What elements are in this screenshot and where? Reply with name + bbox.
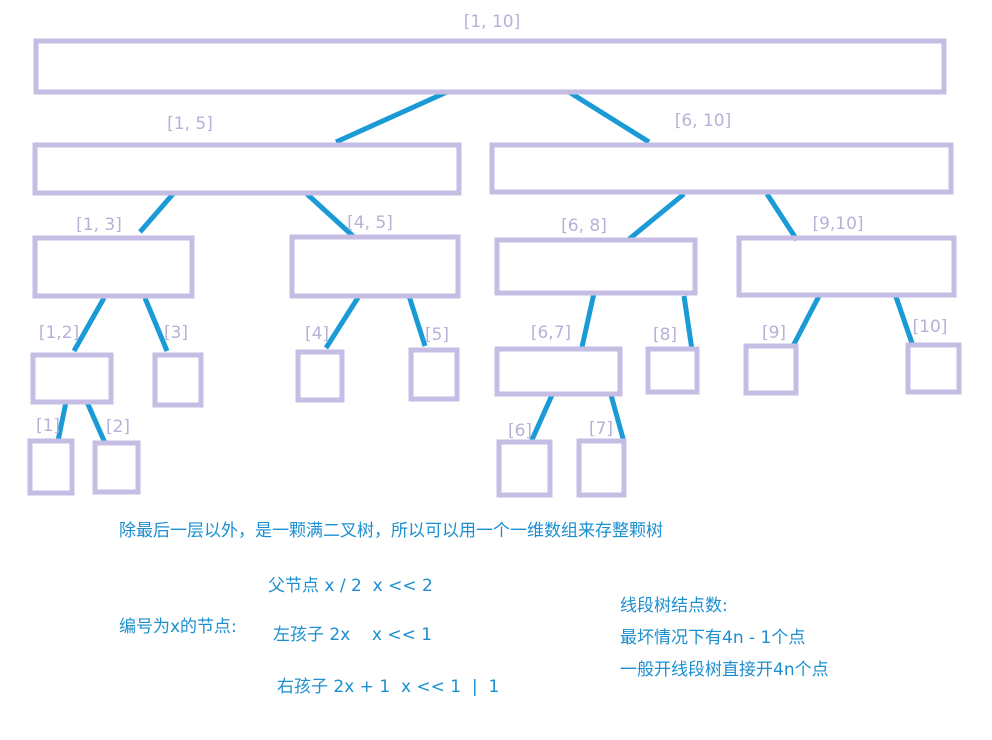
tree-node-range-label: [8] <box>653 325 677 345</box>
tree-node-range-label: [6] <box>508 421 532 441</box>
tree-node-range-label: [1, 10] <box>464 12 521 32</box>
tree-node-box-n8 <box>645 346 700 395</box>
tree-node-range-label: [1, 3] <box>76 215 122 235</box>
node-count-worst-case: 最坏情况下有4n - 1个点 <box>620 628 806 648</box>
tree-edges <box>55 89 916 445</box>
edge-n1_3-n3 <box>142 297 170 352</box>
edge-n6_7-n7 <box>608 394 627 443</box>
tree-node-box-n3 <box>152 352 204 408</box>
edge-n4_5-n5 <box>406 295 428 347</box>
edge-n6_10-n6_8 <box>626 192 686 242</box>
tree-node-range-label: [5] <box>425 325 449 345</box>
tree-node-box-n4 <box>295 349 345 403</box>
tree-nodes <box>27 38 962 498</box>
tree-node-box-n1_2 <box>30 352 114 405</box>
edge-n6_7-n6 <box>528 393 555 444</box>
tree-node-range-label: [6, 10] <box>675 111 732 131</box>
tree-node-box-n6_7 <box>494 346 623 397</box>
edge-n1_2-n1 <box>55 401 69 442</box>
right-child-formula: 右孩子 2x + 1 x << 1 | 1 <box>277 677 500 697</box>
tree-node-box-n4_5 <box>289 234 461 299</box>
tree-node-box-n6 <box>496 439 553 498</box>
tree-node-box-n9_10 <box>736 235 957 298</box>
edge-n1_10-n1_5 <box>334 89 449 145</box>
full-binary-tree-note: 除最后一层以外，是一颗满二叉树，所以可以用一个一维数组来存整颗树 <box>119 521 663 541</box>
edge-n6_8-n6_7 <box>579 292 597 348</box>
tree-node-range-label: [4, 5] <box>347 213 393 233</box>
tree-node-range-label: [7] <box>589 419 613 439</box>
tree-node-box-n9 <box>743 343 799 396</box>
edge-n6_10-n9_10 <box>764 192 800 242</box>
edge-n1_10-n6_10 <box>567 89 651 145</box>
edge-n1_5-n4_5 <box>305 192 356 239</box>
parent-formula: 父节点 x / 2 x << 2 <box>268 576 433 596</box>
edge-n9_10-n9 <box>790 294 822 348</box>
edge-n6_8-n8 <box>681 295 695 351</box>
tree-node-range-label: [9,10] <box>812 214 863 234</box>
tree-node-range-label: [1, 5] <box>167 114 213 134</box>
node-count-general: 一般开线段树直接开4n个点 <box>620 660 829 680</box>
tree-node-box-n5 <box>408 347 460 402</box>
tree-node-range-label: [3] <box>164 323 188 343</box>
left-child-formula: 左孩子 2x x << 1 <box>273 625 433 645</box>
tree-node-range-label: [2] <box>106 417 130 437</box>
tree-node-range-label: [4] <box>305 324 329 344</box>
tree-node-box-n6_8 <box>494 237 698 296</box>
edge-n4_5-n4 <box>323 294 362 350</box>
tree-node-box-n2 <box>92 440 141 495</box>
node-index-label: 编号为x的节点: <box>119 617 237 637</box>
tree-node-range-label: [10] <box>913 317 948 337</box>
tree-node-box-n6_10 <box>489 142 954 195</box>
tree-node-box-n1_10 <box>33 38 947 95</box>
tree-node-box-n1_3 <box>32 235 195 299</box>
tree-node-box-n1_5 <box>32 142 462 196</box>
tree-node-box-n1 <box>27 438 75 496</box>
edge-n9_10-n10 <box>892 293 916 347</box>
tree-node-range-label: [6, 8] <box>561 216 607 236</box>
tree-node-range-label: [6,7] <box>531 323 571 343</box>
tree-range-labels: [1, 10] [1, 5] [6, 10] [1, 3] [4, 5] [6, 8] [9… <box>36 12 948 441</box>
edge-n1_2-n2 <box>84 400 108 445</box>
edge-n1_3-n1_2 <box>71 296 107 353</box>
tree-node-range-label: [1] <box>36 416 60 436</box>
edge-n1_5-n1_3 <box>138 192 175 234</box>
tree-node-box-n10 <box>905 342 962 395</box>
node-count-title: 线段树结点数: <box>620 596 728 616</box>
tree-node-range-label: [1,2] <box>39 323 79 343</box>
tree-node-box-n7 <box>576 438 627 498</box>
tree-node-range-label: [9] <box>762 323 786 343</box>
